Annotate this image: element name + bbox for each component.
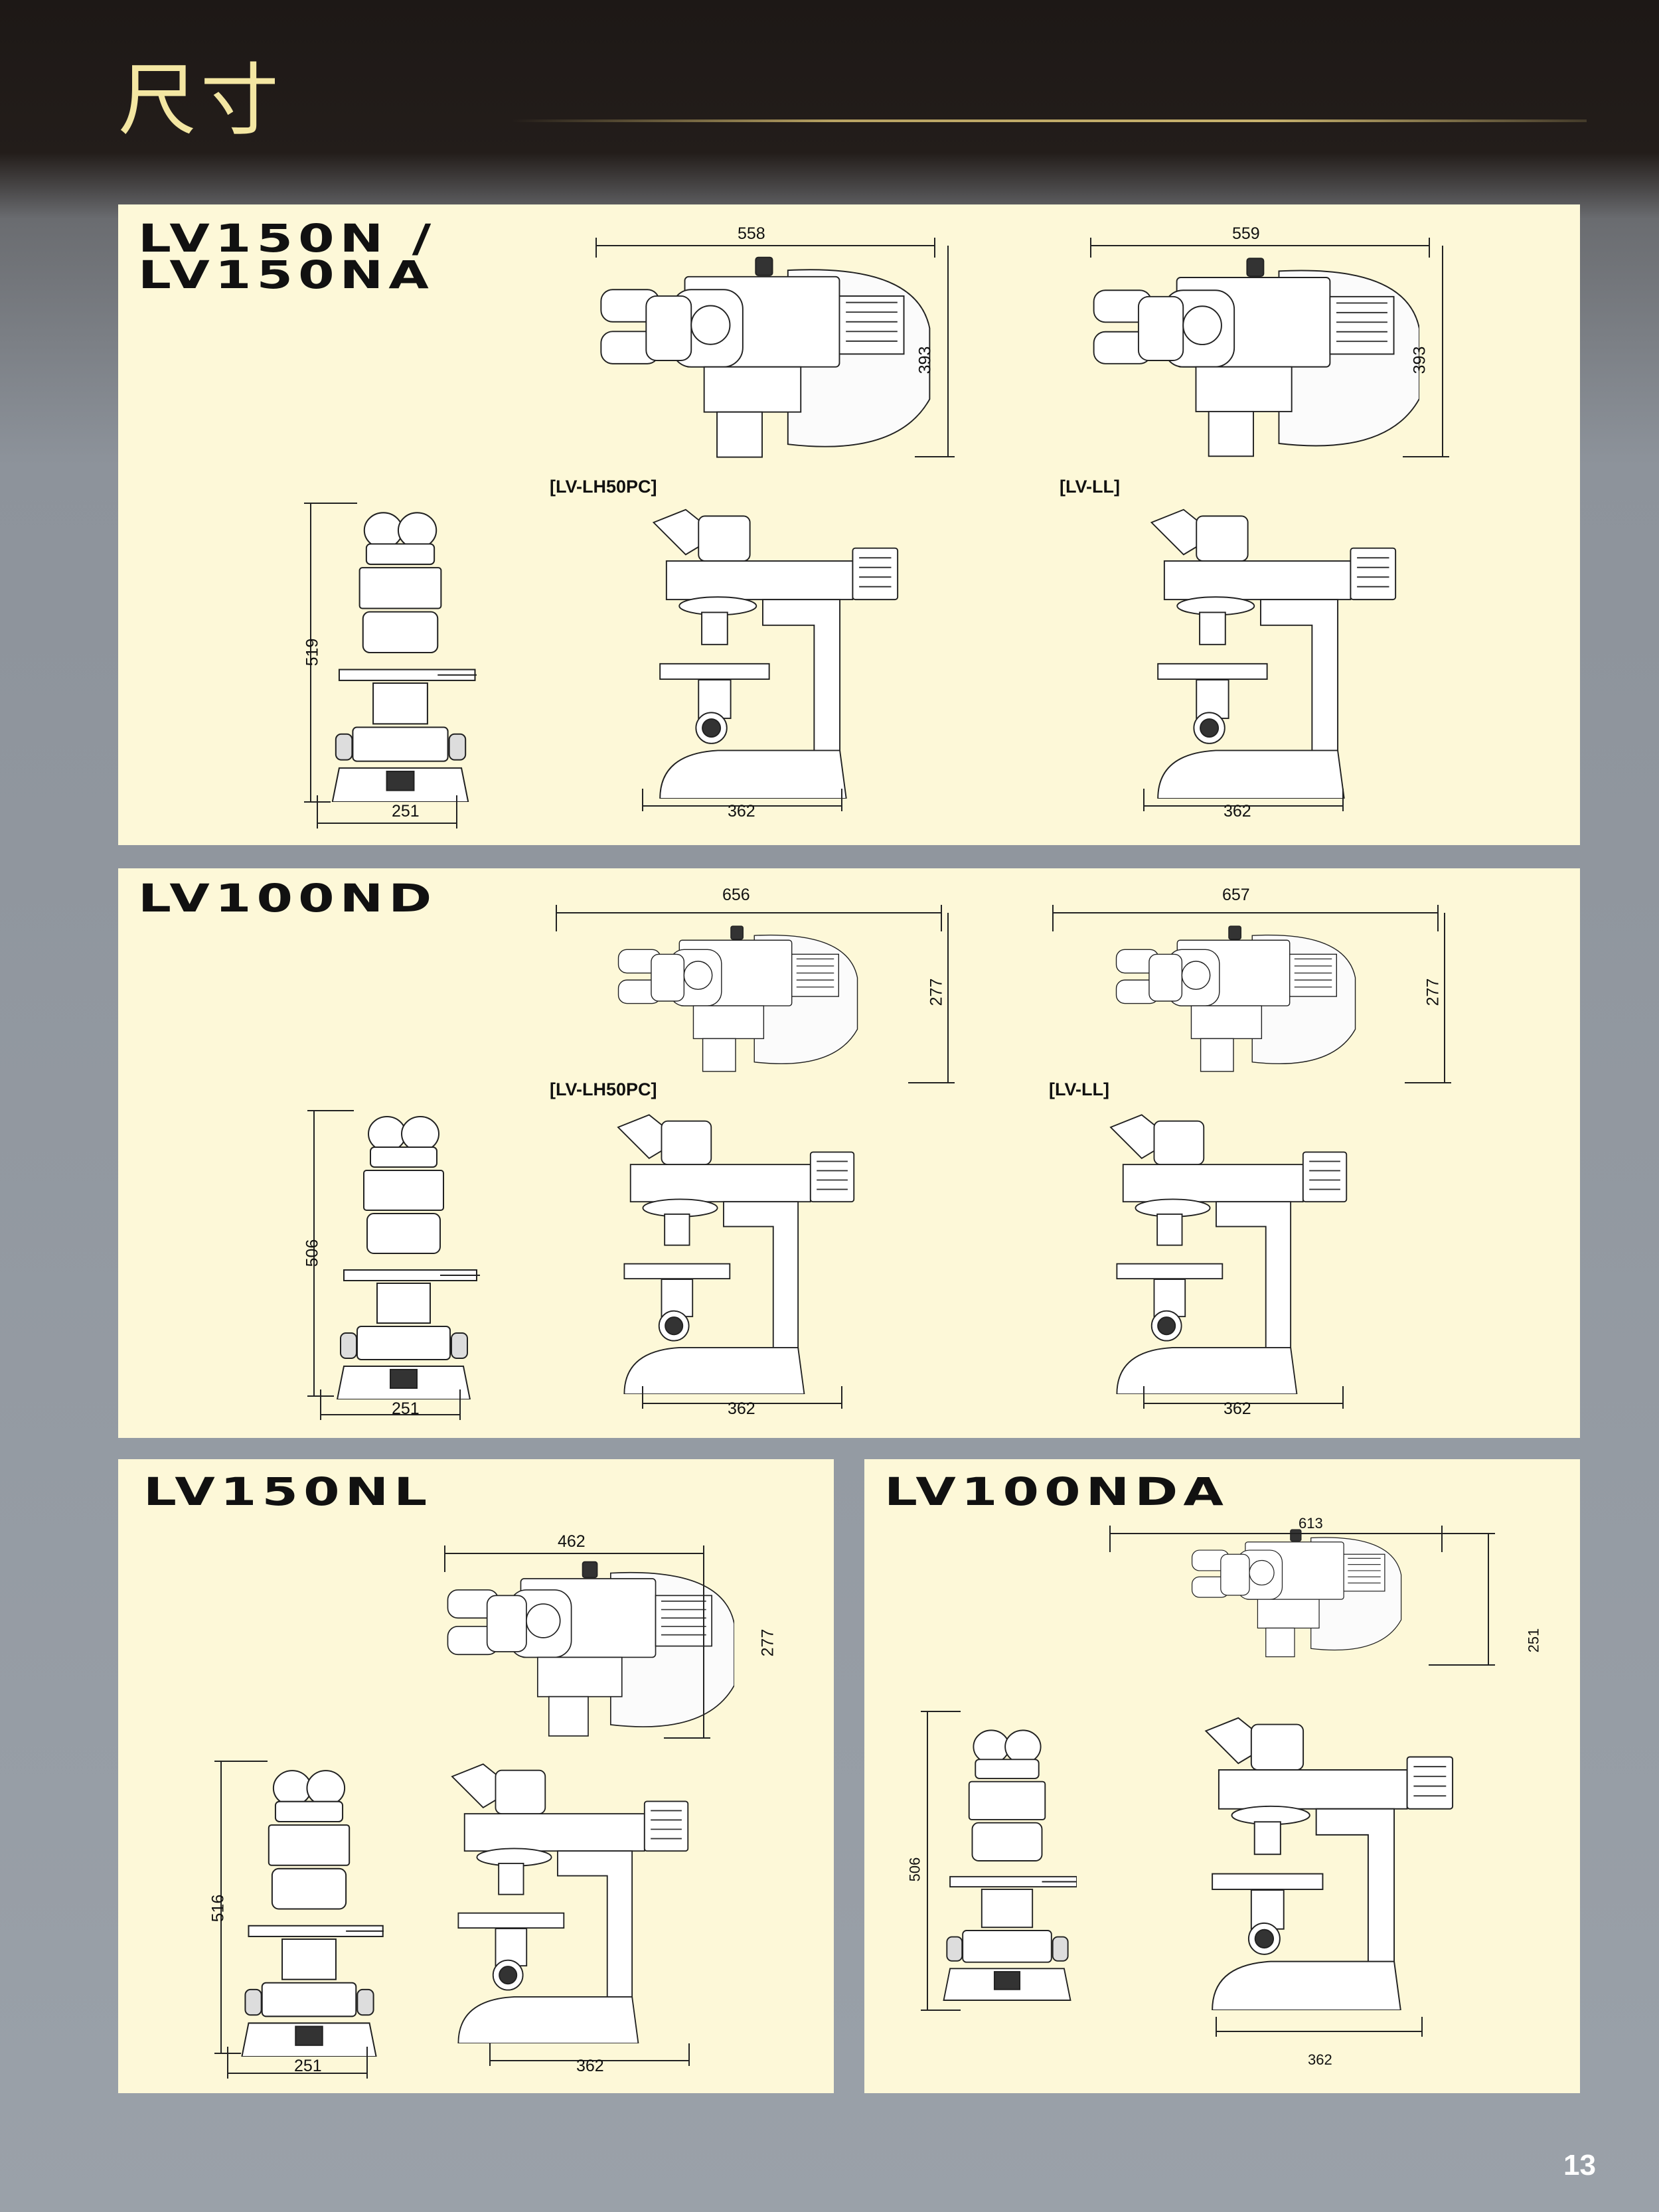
dimension-width: 251 [392,1399,420,1418]
model-name: LV100NDA [884,1469,1229,1514]
microscope-side-view-icon [1056,1109,1414,1394]
dimension-line [921,1711,1000,2017]
dimension-line [445,1545,777,1765]
page-number: 13 [1563,2149,1596,2181]
illuminator-label-ll: [LV-LL] [1049,1079,1109,1099]
dimension-line [1053,905,1451,1104]
panel-lv100nd: LV100ND 656 277 657 277 [LV-LH50PC] [LV-… [118,868,1580,1438]
dimension-line [317,503,483,835]
dimension-width: 362 [1308,2051,1332,2068]
dimension-line [490,2043,709,2070]
dimension-width: 251 [392,802,420,821]
dimension-width: 362 [576,2057,604,2075]
dimension-width: 362 [1224,1399,1251,1418]
dimension-width: 559 [1232,224,1260,243]
dimension-width: 251 [294,2057,322,2075]
panel-lv150n: LV150N / LV150NA 558 393 559 393 [LV-LH5… [118,204,1580,845]
dimension-line [1216,2017,1435,2043]
dimension-line [228,1761,394,2087]
dimension-line [1091,238,1436,477]
model-name-line2: LV150NA [138,252,434,298]
dimension-line [643,1386,862,1413]
illuminator-label-lh50pc: [LV-LH50PC] [550,477,657,497]
microscope-side-view-icon [1144,503,1416,799]
microscope-side-view-icon [643,503,921,799]
dimension-width: 613 [1299,1515,1323,1532]
dimension-line [1144,789,1363,815]
model-name-line1: LV150N / [138,216,437,261]
dimension-width: 657 [1222,886,1250,904]
dimension-height: 277 [927,978,946,1006]
dimension-height: 506 [906,1857,923,1882]
dimension-width: 362 [728,802,755,821]
dimension-line [643,789,862,815]
microscope-side-view-icon [443,1758,709,2043]
dimension-height: 277 [758,1628,777,1657]
microscope-side-view-icon [1170,1711,1502,2010]
page-title: 尺寸 [118,54,283,146]
model-name: LV150N / LV150NA [138,216,437,298]
dimension-height: 516 [208,1894,228,1923]
dimension-width: 362 [728,1399,755,1418]
dimension-height: 506 [303,1239,322,1267]
dimension-height: 519 [303,638,322,667]
panel-lv150nl: LV150NL 462 277 516 251 362 [118,1459,834,2093]
dimension-line [1110,1526,1522,1685]
illuminator-label-ll: [LV-LL] [1060,477,1120,497]
dimension-width: 362 [1224,802,1251,821]
model-name: LV100ND [138,876,437,921]
dimension-line [1144,1386,1363,1413]
dimension-width: 462 [558,1532,586,1551]
dimension-line [556,905,955,1104]
illuminator-label-lh50pc: [LV-LH50PC] [550,1079,657,1099]
dimension-height: 393 [915,346,935,374]
microscope-side-view-icon [556,1109,928,1394]
title-divider [511,119,1587,122]
dimension-line [596,238,941,477]
dimension-height: 251 [1525,1628,1542,1653]
dimension-width: 558 [738,224,765,243]
dimension-width: 656 [722,886,750,904]
model-name: LV150NL [143,1469,433,1514]
dimension-height: 393 [1410,346,1429,374]
dimension-height: 277 [1423,978,1443,1006]
dimension-line [321,1111,487,1429]
panel-lv100nda: LV100NDA 613 251 506 362 [864,1459,1580,2093]
